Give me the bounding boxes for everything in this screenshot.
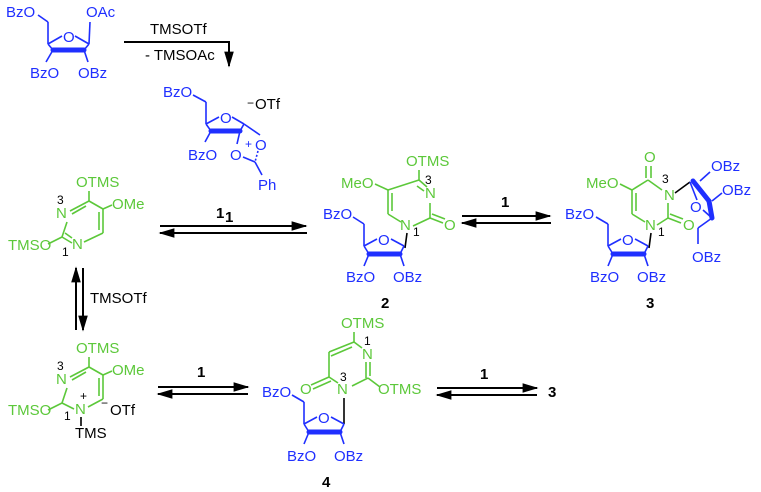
compound-3-n3-ring-o: O	[690, 199, 702, 216]
silyl-base-cation: OTMS N 3 OMe N + 1 TMSO TMS − OTf	[8, 340, 145, 442]
compound-4-c6-substituent: OTMS	[341, 315, 384, 332]
compound-3: O MeO N 3 N 1 O O OBz OBz OBz BzO	[565, 149, 751, 312]
silyl-base-cation-n1: N	[75, 401, 86, 418]
intermediate-1-o-a: O	[255, 137, 267, 154]
compound-4-ring-o: O	[318, 410, 330, 427]
compound-3-ring-o: O	[622, 232, 634, 249]
compound-2-n3: N	[425, 185, 436, 202]
compound-4-c3p-substituent: BzO	[287, 448, 316, 465]
equilibrium-cation-to-4: 1	[156, 364, 250, 399]
compound-2-label: 2	[381, 295, 389, 312]
silyl-base-cation-minus: −	[101, 396, 108, 410]
intermediate-1-minus: −	[247, 96, 254, 110]
compound-4-label: 4	[322, 474, 331, 491]
compound-3-label: 3	[646, 295, 654, 312]
compound-2-c2p-substituent: OBz	[393, 269, 422, 286]
silyl-base-c2-substituent: TMSO	[8, 237, 51, 254]
start-sugar-c1-substituent: OAc	[86, 4, 116, 21]
equilibrium-4-to-3: 1 3	[435, 366, 556, 401]
silyl-base-n1: N	[72, 236, 83, 253]
intermediate-1-aryl: Ph	[258, 177, 276, 194]
compound-3-c5p-substituent: BzO	[565, 206, 594, 223]
compound-2-c3p-substituent: BzO	[346, 269, 375, 286]
silyl-base: OTMS N 3 OMe N 1 TMSO	[8, 174, 145, 259]
compound-3-n3-c5-substituent: OBz	[692, 249, 721, 266]
silyl-base-n3: N	[56, 205, 67, 222]
intermediate-1-counterion: OTf	[255, 96, 281, 113]
intermediate-1-c3-substituent: BzO	[188, 147, 217, 164]
compound-2-c4-substituent: OTMS	[406, 153, 449, 170]
step1-reagent-below: - TMSOAc	[145, 47, 215, 64]
compound-3-n3-locant: 3	[662, 172, 669, 186]
equilibrium-4-to-3-product: 3	[548, 384, 556, 401]
start-sugar-c3-substituent: BzO	[30, 65, 59, 82]
vertical-equilibrium-reagent: TMSOTf	[90, 290, 147, 307]
silyl-base-n3-locant: 3	[57, 193, 64, 207]
compound-4-c2p-substituent: OBz	[334, 448, 363, 465]
compound-4-n3-locant: 3	[340, 370, 347, 384]
compound-3-c3p-substituent: BzO	[590, 269, 619, 286]
equilibrium-base-to-2-reagent: 1	[216, 205, 224, 222]
compound-2: OTMS MeO N 3 N 1 O BzO O BzO OBz 2	[323, 153, 456, 312]
vertical-equilibrium: TMSOTf	[71, 266, 147, 332]
compound-3-n3-c2-substituent: OBz	[711, 158, 740, 175]
silyl-base-cation-n3-locant: 3	[57, 359, 64, 373]
equilibrium-2-to-3: 1	[460, 194, 552, 228]
compound-2-n1: N	[400, 217, 411, 234]
compound-4: OTMS N 1 O N 3 OTMS BzO O BzO OBz 4	[262, 315, 421, 491]
silyl-base-cation-n3: N	[56, 371, 67, 388]
intermediate-1-o-b: O	[230, 147, 242, 164]
intermediate-1-ring-o: O	[220, 110, 232, 127]
step1-reagent-above: TMSOTf	[150, 21, 207, 38]
intermediate-1-label: 1	[225, 209, 233, 226]
compound-4-c5p-substituent: BzO	[262, 384, 291, 401]
compound-4-c4-oxo: O	[300, 381, 312, 398]
compound-4-n1: N	[362, 346, 373, 363]
compound-4-n1-locant: 1	[364, 334, 371, 348]
start-sugar-c5-substituent: BzO	[6, 4, 35, 21]
intermediate-1: BzO O O O + Ph BzO − OTf 1	[163, 84, 281, 226]
intermediate-1-c5-substituent: BzO	[163, 84, 192, 101]
silyl-base-cation-c5-substituent: OMe	[112, 362, 145, 379]
silyl-base-c5-substituent: OMe	[112, 196, 145, 213]
compound-3-c2p-substituent: OBz	[637, 269, 666, 286]
compound-3-c2-oxo: O	[683, 217, 695, 234]
equilibrium-cation-to-4-reagent: 1	[197, 364, 205, 381]
silyl-base-cation-counterion: OTf	[110, 402, 136, 419]
compound-4-n3: N	[337, 381, 348, 398]
equilibrium-2-to-3-reagent: 1	[501, 194, 509, 211]
compound-3-c5-substituent: MeO	[586, 175, 619, 192]
silyl-base-cation-n1-substituent: TMS	[75, 425, 107, 442]
equilibrium-base-to-2: 1	[158, 205, 308, 238]
intermediate-1-plus: +	[245, 137, 252, 151]
compound-2-n3-locant: 3	[425, 173, 432, 187]
compound-3-n3-c3-substituent: OBz	[722, 182, 751, 199]
start-sugar: BzO O OAc BzO OBz	[6, 4, 116, 82]
compound-3-c4-oxo: O	[644, 149, 656, 166]
equilibrium-4-to-3-reagent: 1	[480, 366, 488, 383]
start-sugar-ring-o: O	[63, 29, 75, 46]
start-sugar-c2-substituent: OBz	[78, 65, 107, 82]
compound-2-c2-oxo: O	[444, 217, 456, 234]
silyl-base-cation-plus: +	[80, 389, 87, 403]
compound-3-n1: N	[645, 217, 656, 234]
silyl-base-cation-n1-locant: 1	[64, 409, 71, 423]
compound-2-c5p-substituent: BzO	[323, 206, 352, 223]
compound-2-n1-locant: 1	[413, 225, 420, 239]
compound-2-ring-o: O	[378, 232, 390, 249]
compound-2-c5-substituent: MeO	[341, 175, 374, 192]
silyl-base-cation-c4-substituent: OTMS	[76, 340, 119, 357]
silyl-base-n1-locant: 1	[62, 245, 69, 259]
silyl-base-cation-c2-substituent: TMSO	[8, 402, 51, 419]
compound-3-n3: N	[664, 187, 675, 204]
compound-4-c2-substituent: OTMS	[378, 381, 421, 398]
step1-arrow: TMSOTf - TMSOAc	[124, 21, 234, 68]
compound-3-n1-locant: 1	[658, 225, 665, 239]
silyl-base-c4-substituent: OTMS	[76, 174, 119, 191]
